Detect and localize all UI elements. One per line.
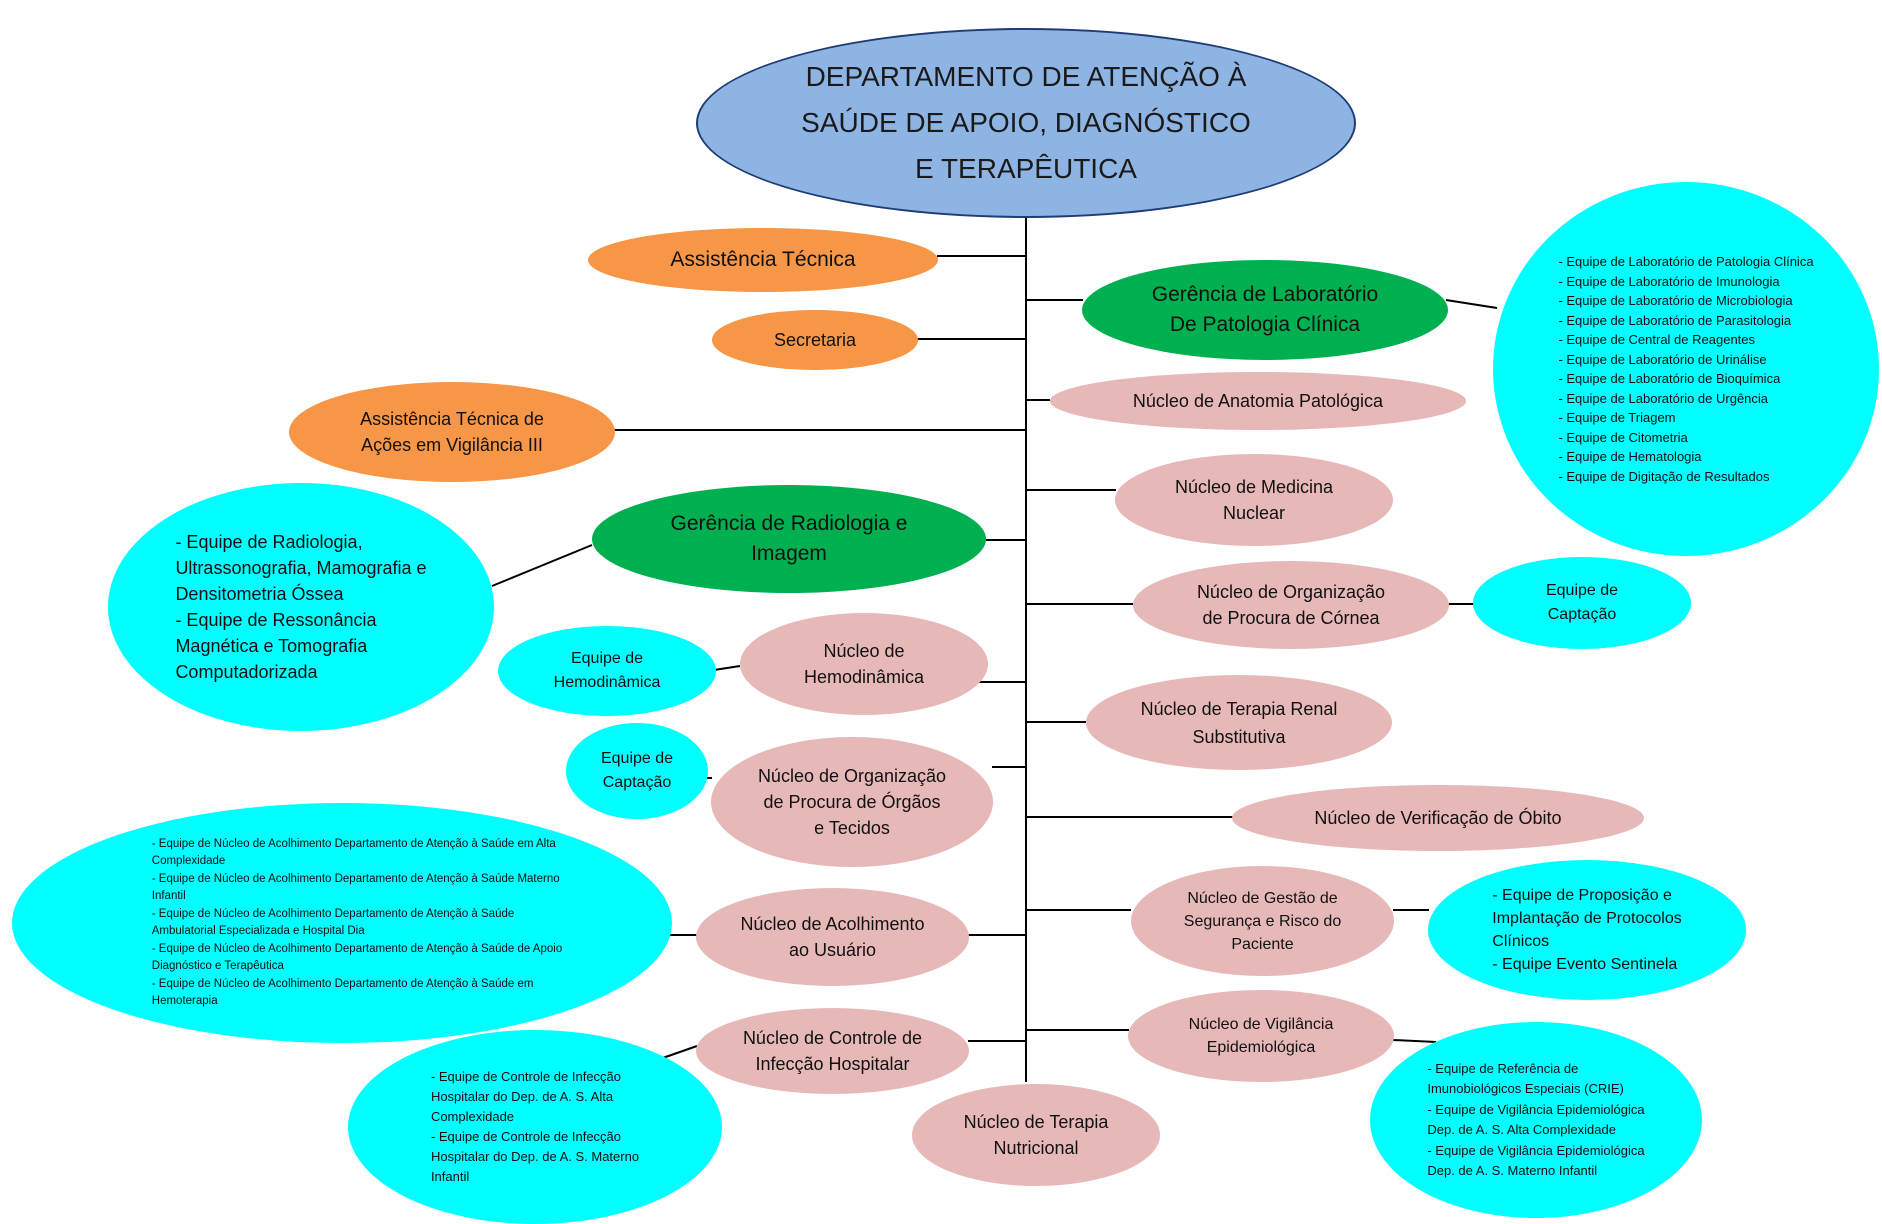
nucleo-seguranca-label: Núcleo de Gestão de Segurança e Risco do… <box>1183 889 1342 953</box>
nucleo-medicina-nuclear-label: Núcleo de Medicina Nuclear <box>1174 477 1334 523</box>
connector-equipes-vigilancia <box>1392 1039 1437 1043</box>
equipes-acolhimento-node: - Equipe de Núcleo de Acolhimento Depart… <box>12 803 672 1043</box>
gerencia-radiologia-label: Gerência de Radiologia e Imagem <box>670 512 908 565</box>
nucleo-seguranca-node: Núcleo de Gestão de Segurança e Risco do… <box>1131 866 1394 976</box>
equipes-radiologia-label: - Equipe de Radiologia, Ultrassonografia… <box>175 532 427 682</box>
nucleo-obito-label: Núcleo de Verificação de Óbito <box>1314 807 1562 828</box>
nucleo-renal-node: Núcleo de Terapia Renal Substitutiva <box>1086 675 1392 770</box>
nucleo-acolhimento-label: Núcleo de Acolhimento ao Usuário <box>740 914 925 960</box>
nucleo-vigilancia-label: Núcleo de Vigilância Epidemiológica <box>1188 1016 1334 1056</box>
nucleo-cornea-label: Núcleo de Organização de Procura de Córn… <box>1196 582 1386 628</box>
assistencia-vigilancia-node: Assistência Técnica de Ações em Vigilânc… <box>289 382 615 482</box>
equipes-seguranca-label: - Equipe de Proposição e Implantação de … <box>1492 887 1682 973</box>
nucleo-acolhimento-node: Núcleo de Acolhimento ao Usuário <box>696 888 969 986</box>
nucleo-anatomia-node: Núcleo de Anatomia Patológica <box>1050 372 1466 430</box>
equipe-hemodinamica-node: Equipe de Hemodinâmica <box>498 626 716 716</box>
nucleo-nutricional-node: Núcleo de Terapia Nutricional <box>912 1084 1160 1186</box>
department-title-node: DEPARTAMENTO DE ATENÇÃO À SAÚDE DE APOIO… <box>696 28 1356 218</box>
nucleo-nutricional-label: Núcleo de Terapia Nutricional <box>963 1112 1109 1158</box>
connector-equipe-hemodinamica <box>713 665 741 671</box>
nucleo-obito-node: Núcleo de Verificação de Óbito <box>1232 785 1644 851</box>
connector-equipes-radiologia <box>491 544 593 587</box>
nucleo-vigilancia-node: Núcleo de Vigilância Epidemiológica <box>1128 990 1394 1082</box>
nucleo-orgaos-label: Núcleo de Organização de Procura de Órgã… <box>757 766 947 838</box>
equipes-acolhimento-label: - Equipe de Núcleo de Acolhimento Depart… <box>151 837 563 1008</box>
assistencia-vigilancia-label: Assistência Técnica de Ações em Vigilânc… <box>360 409 544 455</box>
equipe-captacao-cornea-node: Equipe de Captação <box>1473 557 1691 649</box>
gerencia-laboratorio-label: Gerência de Laboratório De Patologia Clí… <box>1151 283 1379 336</box>
equipes-seguranca-node: - Equipe de Proposição e Implantação de … <box>1428 860 1746 1000</box>
equipes-radiologia-node: - Equipe de Radiologia, Ultrassonografia… <box>108 483 494 731</box>
equipes-laboratorio-node: - Equipe de Laboratório de Patologia Clí… <box>1493 182 1879 556</box>
equipes-infeccao-node: - Equipe de Controle de Infecção Hospita… <box>348 1030 722 1224</box>
secretaria-node: Secretaria <box>712 310 918 370</box>
equipes-infeccao-label: - Equipe de Controle de Infecção Hospita… <box>430 1069 640 1184</box>
nucleo-hemodinamica-node: Núcleo de Hemodinâmica <box>740 613 988 715</box>
nucleo-medicina-nuclear-node: Núcleo de Medicina Nuclear <box>1115 454 1393 546</box>
gerencia-laboratorio-node: Gerência de Laboratório De Patologia Clí… <box>1082 260 1448 360</box>
equipe-captacao-orgaos-node: Equipe de Captação <box>566 723 708 819</box>
equipe-hemodinamica-label: Equipe de Hemodinâmica <box>553 650 661 691</box>
nucleo-infeccao-label: Núcleo de Controle de Infecção Hospitala… <box>742 1028 923 1074</box>
equipes-vigilancia-node: - Equipe de Referência de Imunobiológico… <box>1370 1022 1702 1218</box>
nucleo-renal-label: Núcleo de Terapia Renal Substitutiva <box>1140 698 1338 747</box>
nucleo-anatomia-label: Núcleo de Anatomia Patológica <box>1132 390 1384 411</box>
equipes-vigilancia-label: - Equipe de Referência de Imunobiológico… <box>1427 1060 1645 1179</box>
assistencia-tecnica-label: Assistência Técnica <box>670 248 856 271</box>
equipes-laboratorio-label: - Equipe de Laboratório de Patologia Clí… <box>1558 254 1814 484</box>
nucleo-orgaos-node: Núcleo de Organização de Procura de Órgã… <box>711 737 993 867</box>
nucleo-infeccao-node: Núcleo de Controle de Infecção Hospitala… <box>696 1008 969 1094</box>
nucleo-cornea-node: Núcleo de Organização de Procura de Córn… <box>1133 561 1449 649</box>
equipe-captacao-orgaos-label: Equipe de Captação <box>600 750 674 791</box>
assistencia-tecnica-node: Assistência Técnica <box>588 228 938 292</box>
secretaria-label: Secretaria <box>773 329 857 350</box>
equipe-captacao-cornea-label: Equipe de Captação <box>1545 582 1619 623</box>
department-title: DEPARTAMENTO DE ATENÇÃO À SAÚDE DE APOIO… <box>801 61 1251 184</box>
nucleo-hemodinamica-label: Núcleo de Hemodinâmica <box>803 641 925 687</box>
gerencia-radiologia-node: Gerência de Radiologia e Imagem <box>592 485 986 593</box>
connector-equipes-laboratorio <box>1445 299 1498 309</box>
